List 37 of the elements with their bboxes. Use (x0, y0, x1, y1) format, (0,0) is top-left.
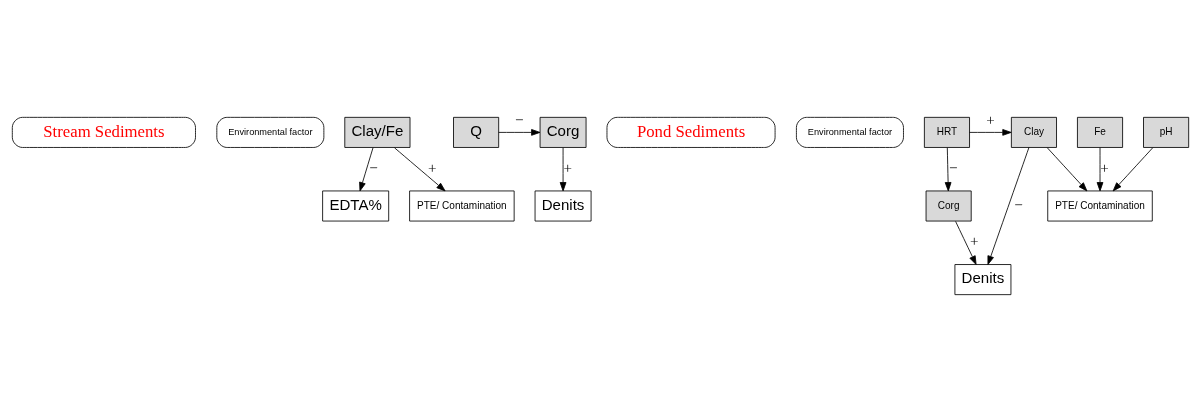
edge-label: + (563, 159, 572, 176)
node-box: Environmental factor (796, 116, 904, 148)
edge-label: + (969, 232, 979, 249)
node-box: Environmental factor (216, 116, 325, 148)
arrow (969, 128, 1012, 136)
node-box: PTE/ Contamination (1047, 190, 1153, 221)
arrow (1096, 146, 1104, 191)
node-box: Corg (925, 190, 972, 221)
node-box: Q (453, 116, 500, 148)
node-box: Denits (534, 190, 592, 221)
arrow (359, 146, 374, 191)
node-box: Corg (539, 116, 587, 148)
edge-label: − (515, 111, 524, 128)
node-box: Fe (1077, 116, 1123, 148)
node-box: Clay/Fe (344, 116, 411, 148)
edge-label: − (948, 159, 958, 176)
node-box: pH (1143, 116, 1190, 148)
arrow (987, 146, 1030, 265)
arrow (955, 220, 977, 265)
arrow (498, 128, 541, 136)
edge-label: − (369, 159, 378, 176)
node-box: Clay (1010, 116, 1057, 148)
arrow (1046, 146, 1088, 191)
node-box: PTE/ Contamination (409, 190, 515, 221)
node-box: HRT (923, 116, 970, 148)
arrow (944, 146, 952, 191)
edge-label: + (427, 159, 437, 176)
node-box: Pond Sediments (606, 116, 776, 148)
arrow (394, 146, 446, 191)
edge-label: − (1014, 196, 1023, 213)
node-box: Denits (954, 263, 1012, 295)
node-box: Stream Sediments (11, 116, 196, 148)
arrow (559, 146, 567, 191)
edge-label: + (1100, 159, 1109, 176)
node-box: EDTA% (322, 190, 390, 221)
edge-label: + (986, 111, 995, 128)
arrow (1112, 146, 1154, 191)
